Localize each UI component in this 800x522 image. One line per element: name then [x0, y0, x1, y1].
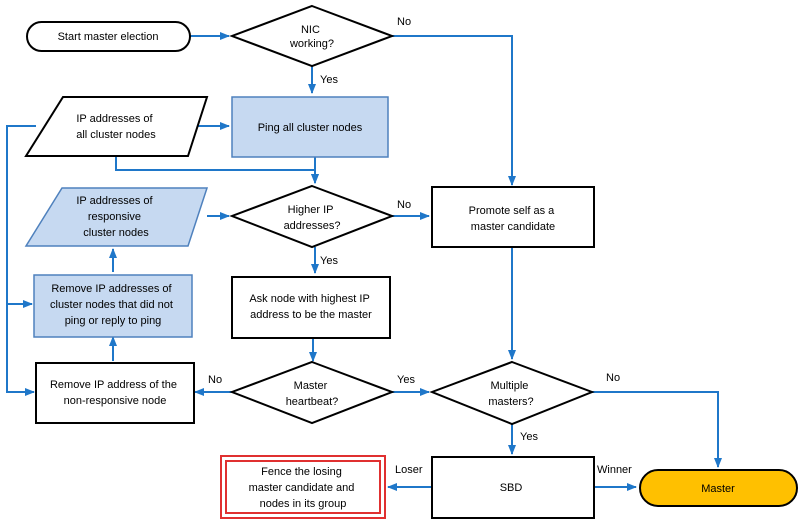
remove-nonping-process [33, 274, 193, 338]
edge-label-sbd-loser: Loser [395, 464, 423, 476]
edge-label-nic-no: No [397, 16, 411, 28]
nic-label-line-2: working? [289, 38, 334, 50]
remove-nonping-line-1: Remove IP addresses of [51, 283, 172, 295]
sbd-process [431, 456, 595, 519]
nic-decision [229, 4, 395, 68]
promote-line-1: Promote self as a [469, 205, 555, 217]
ip-responsive-line-1: IP addresses of [76, 195, 153, 207]
promote-label: Promote self as a master candidate [469, 205, 558, 233]
ask-highest-process [231, 276, 391, 339]
edge-label-multiple-yes: Yes [520, 431, 538, 443]
edge-label-heartbeat-yes: Yes [397, 374, 415, 386]
fence-line-2: master candidate and [249, 482, 355, 494]
remove-nonresponsive-label: Remove IP address of the non-responsive … [50, 379, 180, 407]
promote-line-2: master candidate [471, 221, 555, 233]
heartbeat-decision [229, 360, 395, 425]
heartbeat-line-2: heartbeat? [286, 396, 339, 408]
edge-label-multiple-no: No [606, 372, 620, 384]
higher-ip-line-2: addresses? [284, 220, 341, 232]
edge-label-nic-yes: Yes [320, 74, 338, 86]
ask-highest-line-2: address to be the master [250, 309, 372, 321]
ask-highest-label: Ask node with highest IP address to be t… [249, 293, 372, 321]
remove-nonping-line-3: ping or reply to ping [65, 315, 162, 327]
ip-all-label: IP addresses of all cluster nodes [76, 113, 156, 141]
higher-ip-line-1: Higher IP [288, 204, 334, 216]
connectors [6, 32, 722, 491]
start-terminator [26, 21, 191, 52]
higher-ip-label: Higher IP addresses? [284, 204, 341, 232]
multiple-masters-line-1: Multiple [491, 380, 529, 392]
multiple-masters-decision [429, 360, 595, 426]
nic-label-line-1: NIC [301, 24, 320, 36]
edge-label-sbd-winner: Winner [597, 464, 632, 476]
ask-highest-line-1: Ask node with highest IP [249, 293, 369, 305]
edge-ipall-to-higher [115, 156, 319, 184]
start-label: Start master election [58, 31, 159, 43]
fence-label: Fence the losing master candidate and no… [249, 466, 358, 510]
master-terminator [639, 469, 798, 507]
higher-ip-decision [229, 184, 395, 249]
ip-responsive-data [24, 187, 209, 247]
fence-line-3: nodes in its group [260, 498, 347, 510]
ip-responsive-line-2: responsive [88, 211, 141, 223]
edge-label-heartbeat-no: No [208, 374, 222, 386]
ip-responsive-line-3: cluster nodes [83, 227, 149, 239]
remove-nonresponsive-line-1: Remove IP address of the [50, 379, 177, 391]
ip-responsive-label: IP addresses of responsive cluster nodes [76, 195, 155, 239]
remove-nonresponsive-process [35, 362, 195, 424]
ping-all-process [231, 96, 389, 158]
ip-all-data [24, 96, 209, 157]
edge-label-higher-no: No [397, 199, 411, 211]
ping-all-label: Ping all cluster nodes [258, 122, 363, 134]
edge-multiple-to-master [592, 391, 722, 468]
master-label: Master [701, 483, 735, 495]
edge-nic-to-promote [392, 35, 516, 186]
heartbeat-label: Master heartbeat? [286, 380, 339, 408]
remove-nonping-label: Remove IP addresses of cluster nodes tha… [50, 283, 176, 327]
remove-nonresponsive-line-2: non-responsive node [64, 395, 167, 407]
promote-process [431, 186, 595, 248]
edge-label-higher-yes: Yes [320, 255, 338, 267]
multiple-masters-line-2: masters? [488, 396, 533, 408]
heartbeat-line-1: Master [294, 380, 328, 392]
ip-all-line-1: IP addresses of [76, 113, 153, 125]
ip-all-line-2: all cluster nodes [76, 129, 156, 141]
fence-process-inner [225, 460, 381, 514]
sbd-label: SBD [500, 482, 523, 494]
remove-nonping-line-2: cluster nodes that did not [50, 299, 173, 311]
multiple-masters-label: Multiple masters? [488, 380, 533, 408]
nic-label: NIC working? [289, 24, 334, 50]
fence-line-1: Fence the losing [261, 466, 342, 478]
edge-left-loop [6, 125, 36, 396]
